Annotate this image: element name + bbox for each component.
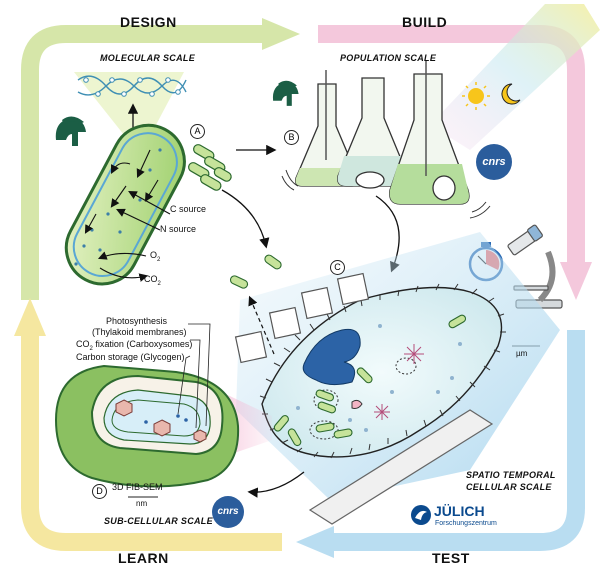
n-source-label: N source xyxy=(160,224,197,234)
spartan-helmet-logo-right xyxy=(272,80,299,106)
marker-a: A xyxy=(190,124,205,139)
rod-cells-inside xyxy=(229,254,467,447)
molecular-scale-label: MOLECULAR SCALE xyxy=(100,53,195,63)
spatio-temporal-label-2: CELLULAR SCALE xyxy=(466,482,552,492)
amoeba-cilia xyxy=(259,283,506,459)
dna-nodes xyxy=(83,77,181,97)
marker-c: C xyxy=(330,260,345,275)
marker-d: D xyxy=(92,484,107,499)
population-scale-label: POPULATION SCALE xyxy=(340,53,437,63)
rod-cells-top xyxy=(188,144,232,191)
light-beam xyxy=(430,4,600,150)
amoeba-dots xyxy=(296,324,462,432)
sub-cellular-cell xyxy=(54,364,240,488)
substrate-slab xyxy=(308,409,494,525)
co2-fixation-label: CO2 fixation (Carboxysomes) xyxy=(76,339,193,352)
cnrs-logo-bottom: cnrs xyxy=(212,496,244,528)
metabolic-pathways xyxy=(84,149,159,234)
design-arrow xyxy=(21,18,300,300)
julich-name: JÜLICH xyxy=(434,503,485,519)
nucleus-blue xyxy=(302,328,361,386)
test-label: TEST xyxy=(432,550,470,566)
arrow-c-to-d xyxy=(247,471,305,498)
moon-icon xyxy=(501,83,521,105)
nm-label: nm xyxy=(136,499,148,508)
design-label: DESIGN xyxy=(120,14,177,30)
subcellular-leader-lines xyxy=(177,323,211,429)
carbon-storage-label: Carbon storage (Glycogen) xyxy=(76,352,185,362)
source-arrows xyxy=(97,190,171,282)
bacterium-cell xyxy=(64,123,186,286)
learn-arrow xyxy=(14,298,282,551)
spartan-helmet-logo-left xyxy=(55,116,86,146)
marker-b: B xyxy=(284,130,299,145)
photosynthesis-label: Photosynthesis xyxy=(106,316,168,326)
carboxysomes xyxy=(115,399,207,443)
julich-logo-icon xyxy=(411,505,431,525)
cnrs-logo-top: cnrs xyxy=(476,144,512,180)
test-arrow xyxy=(296,330,585,558)
spatio-temporal-label-1: SPATIO TEMPORAL xyxy=(466,470,556,480)
co2-label: CO2 xyxy=(144,274,161,287)
amoeba-stars xyxy=(374,344,424,420)
c-source-label: C source xyxy=(170,204,207,214)
sun-icon xyxy=(462,82,490,110)
dashed-arrow xyxy=(248,295,275,355)
shaking-lines xyxy=(281,169,491,219)
micro-squares xyxy=(234,272,370,364)
glycogen-dots xyxy=(144,414,188,424)
micrometer-label: µm xyxy=(516,349,528,358)
fib-sem-label: 3D FIB-SEM xyxy=(112,482,163,492)
build-label: BUILD xyxy=(402,14,448,30)
sub-cellular-scale-label: SUB-CELLULAR SCALE xyxy=(104,516,213,526)
o2-label: O2 xyxy=(150,250,161,263)
julich-subtitle: Forschungszentrum xyxy=(435,520,497,527)
flasks xyxy=(294,60,470,205)
learn-label: LEARN xyxy=(118,550,169,566)
arrow-a-to-c xyxy=(221,189,270,249)
thylakoid-label: (Thylakoid membranes) xyxy=(92,327,187,337)
